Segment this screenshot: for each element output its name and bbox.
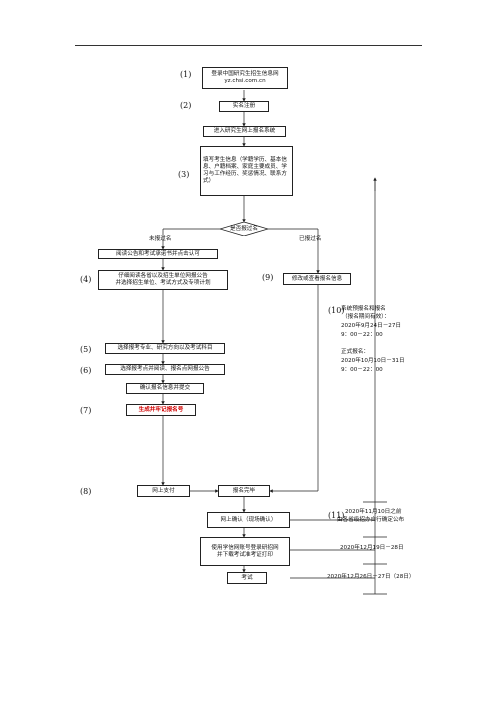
- read-notice-box: 阅读公告和考试承诺书并点击认可: [98, 249, 218, 259]
- pre-registration-date: 2020年9月24日－27日: [341, 323, 401, 329]
- step-number-11: (11): [328, 511, 345, 520]
- pre-registration-note: （报名期间有效）：: [342, 314, 390, 320]
- step-number-6: (6): [80, 366, 92, 375]
- step-number-7: (7): [80, 406, 92, 415]
- pay-online-box: 网上支付: [137, 485, 190, 497]
- step-number-10: (10): [328, 306, 345, 315]
- pre-registration-title: 系统预报名和报名: [341, 306, 386, 312]
- step-number-2: (2): [180, 101, 192, 110]
- top-rule: [75, 45, 422, 46]
- pre-registration-time: 9：00－22：00: [341, 332, 383, 338]
- read-rules-line-2: 并选择招生单位、考试方式及专项计划: [115, 280, 211, 286]
- step-number-3: (3): [178, 170, 190, 179]
- decision-diamond: [220, 222, 268, 236]
- login-box: 登录中国研究生招生信息网 yz.chsi.com.cn: [202, 67, 288, 89]
- confirm-submit-box: 确认报名信息并提交: [126, 383, 204, 394]
- generate-id-box: 生成并牢记报名号: [126, 404, 196, 416]
- enter-system-box: 进入研究生网上报名系统: [203, 126, 286, 137]
- branch-label-new: 未报过名: [149, 236, 172, 242]
- print-ticket-line-1: 使用学信网账号登录研招网: [211, 544, 279, 551]
- branch-label-existing: 已报过名: [299, 236, 322, 242]
- fill-info-box: 填写考生信息（学籍学历、基本信息、户籍档案、家庭主要成员、学习与工作经历、奖惩情…: [200, 146, 293, 196]
- decision-text: 是否报过名: [230, 226, 258, 232]
- confirm-deadline-note: 由各省级招办自行确定公布: [337, 517, 405, 523]
- print-ticket-line-2: 并下载考试准考证打印: [217, 551, 273, 558]
- read-rules-box: 仔细阅读各省以及招生单位网报公告 并选择招生单位、考试方式及专项计划: [98, 270, 228, 290]
- select-major-box: 选择报考专业、研究方向以及考试科目: [105, 343, 225, 354]
- select-site-box: 选择报考点并阅读、报名点网报公告: [105, 364, 225, 375]
- exam-box: 考试: [227, 572, 267, 584]
- step-number-4: (4): [80, 275, 92, 284]
- register-box: 实名注册: [219, 101, 269, 112]
- step-number-5: (5): [80, 345, 92, 354]
- print-ticket-dates: 2020年12月19日－28日: [340, 545, 404, 551]
- onsite-confirm-box: 网上确认（现场确认）: [207, 512, 290, 528]
- formal-registration-time: 9：00－22：00: [341, 367, 383, 373]
- exam-dates: 2020年12月26日－27日（28日）: [327, 574, 415, 580]
- confirm-deadline: 2020年11月10日之前: [345, 509, 402, 515]
- step-number-9: (9): [262, 273, 274, 282]
- login-title: 登录中国研究生招生信息网: [211, 71, 279, 77]
- print-ticket-box: 使用学信网账号登录研招网 并下载考试准考证打印: [200, 537, 290, 566]
- login-url: yz.chsi.com.cn: [224, 78, 266, 84]
- read-rules-line-1: 仔细阅读各省以及招生单位网报公告: [118, 273, 208, 279]
- formal-registration-date: 2020年10月10日－31日: [341, 358, 405, 364]
- step-number-1: (1): [180, 70, 192, 79]
- step-number-8: (8): [80, 487, 92, 496]
- modify-info-box: 修改或查看报名信息: [283, 273, 351, 285]
- formal-registration-title: 正式报名：: [341, 349, 369, 355]
- registration-complete-box: 报名完毕: [218, 485, 270, 497]
